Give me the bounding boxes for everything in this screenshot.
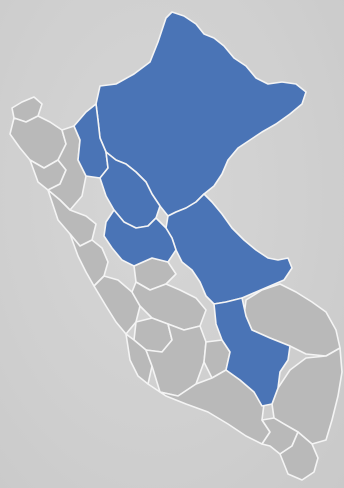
region-lima[interactable] <box>93 275 141 335</box>
region-ancash[interactable] <box>69 233 109 287</box>
region-ica[interactable] <box>125 333 153 385</box>
region-la-libertad[interactable] <box>47 189 97 247</box>
region-tacna[interactable] <box>279 431 319 481</box>
region-cusco[interactable] <box>213 297 291 407</box>
region-ucayali[interactable] <box>165 193 293 305</box>
region-arequipa[interactable] <box>147 369 271 445</box>
region-huanuco[interactable] <box>103 209 177 267</box>
